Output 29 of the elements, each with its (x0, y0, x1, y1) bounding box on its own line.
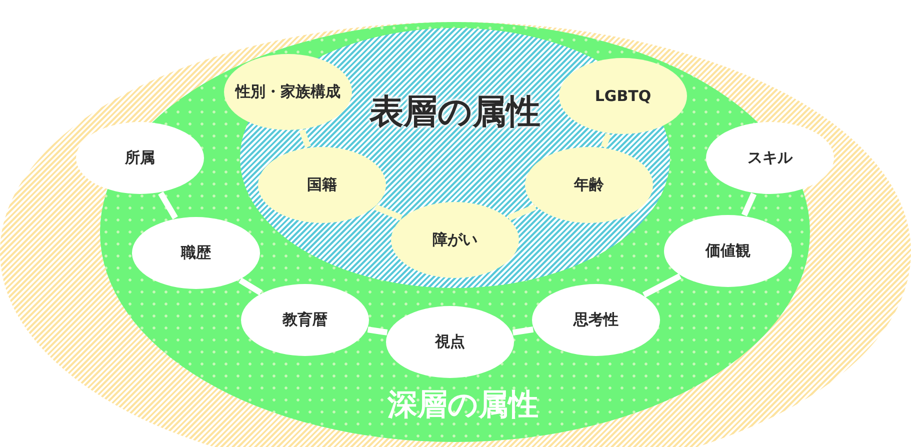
attribute-label: 視点 (435, 332, 465, 352)
attribute-ellipse (132, 217, 260, 289)
connector-line (238, 278, 262, 296)
connector-line (512, 326, 534, 336)
attribute-label: スキル (748, 148, 792, 168)
attribute-ellipse (258, 147, 386, 223)
attribute-label: 職歴 (181, 244, 211, 262)
attribute-ellipse (525, 147, 653, 223)
attribute-ellipse (386, 306, 514, 378)
attribute-label: LGBTQ (594, 87, 652, 105)
attribute-label: 教育暦 (282, 310, 328, 330)
layer-heading: 深層の属性 (388, 386, 538, 424)
attribute-label: 障がい (432, 230, 478, 250)
connector-line (299, 129, 311, 148)
attribute-label: 年齢 (574, 176, 604, 194)
attribute-label: 所属 (125, 148, 155, 168)
connector-line (600, 132, 612, 148)
connector-line (158, 192, 178, 220)
connector-line (741, 192, 757, 216)
attribute-label: 思考性 (574, 310, 618, 330)
attribute-label: 価値観 (706, 242, 750, 260)
attribute-ellipse (391, 202, 519, 278)
attribute-label: 性別・家族構成 (236, 82, 340, 102)
attribute-ellipse (224, 54, 352, 130)
attribute-ellipse (532, 284, 660, 356)
attribute-label: 国籍 (307, 176, 337, 194)
connector-line (367, 326, 388, 336)
attribute-ellipse (559, 58, 687, 134)
attribute-ellipse (241, 284, 369, 356)
